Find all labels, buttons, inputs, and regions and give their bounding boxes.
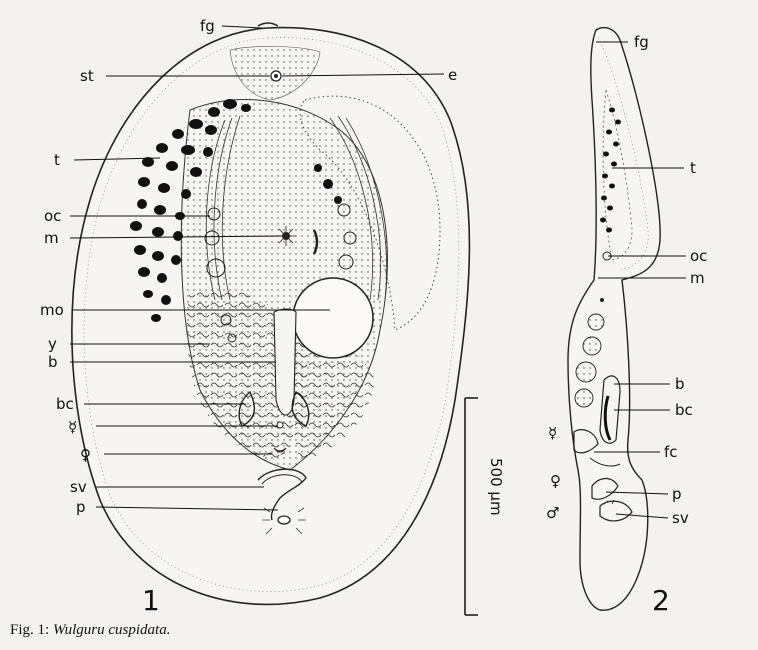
fig2-bursa xyxy=(599,375,621,444)
fig1-bursal-canal-right xyxy=(291,390,310,427)
fig2-label-male: ♂ xyxy=(546,504,559,522)
fig1-labels: fg st e t oc m mo y b bc ☿ ♀ sv p 1 xyxy=(40,17,457,617)
fig2-leader-lines xyxy=(594,41,686,519)
figure-1-specimen xyxy=(71,22,471,606)
fig2-label-bc: bc xyxy=(675,401,693,419)
fig1-label-bc: bc xyxy=(56,395,74,413)
scale-bar-label: 500 µm xyxy=(487,458,505,516)
fig1-label-herm: ☿ xyxy=(68,418,77,436)
fig1-penis xyxy=(277,515,291,525)
fig2-label-m: m xyxy=(690,269,705,287)
fig2-female-canal xyxy=(573,429,599,454)
fig2-label-female: ♀ xyxy=(550,472,561,490)
fig1-right-yolk xyxy=(288,336,375,462)
fig1-label-sv: sv xyxy=(70,478,87,496)
fig1-label-p: p xyxy=(76,498,86,516)
fig2-yolk-cells xyxy=(574,313,605,408)
fig2-label-t: t xyxy=(690,159,696,177)
fig1-pharynx-slit xyxy=(312,229,319,255)
fig2-labels: fg t oc m b bc ☿ fc ♀ p ♂ sv 2 xyxy=(546,33,707,617)
fig1-leader-lines xyxy=(69,25,445,511)
fig1-label-t: t xyxy=(54,151,60,169)
fig1-label-e: e xyxy=(448,66,457,84)
fig1-bursa xyxy=(273,308,297,416)
figure-2-specimen xyxy=(567,26,661,611)
fig2-body-margin xyxy=(597,37,649,271)
fig1-body-margin xyxy=(83,37,460,593)
fig1-number: 1 xyxy=(142,584,160,617)
fig1-oocytes xyxy=(204,203,357,343)
fig1-label-m: m xyxy=(44,229,59,247)
fig2-label-sv: sv xyxy=(672,509,689,527)
figure-caption: Fig. 1: Wulguru cuspidata. xyxy=(10,622,170,639)
fig1-female-pore xyxy=(273,447,287,453)
fig1-fibres-left xyxy=(205,115,241,301)
fig1-label-b: b xyxy=(48,353,58,371)
scale-bar: 500 µm xyxy=(464,397,505,616)
fig2-label-oc: oc xyxy=(690,247,707,265)
fig1-label-st: st xyxy=(80,67,94,85)
fig1-label-fg: fg xyxy=(200,17,215,35)
fig2-testes xyxy=(600,107,621,233)
fig1-label-female: ♀ xyxy=(80,446,91,464)
fig1-fibres-right xyxy=(329,115,388,301)
fig2-gut xyxy=(602,89,633,261)
caption-prefix: Fig. 1: xyxy=(10,622,50,638)
fig1-label-mo: mo xyxy=(40,301,64,319)
fig2-label-fc: fc xyxy=(664,443,678,461)
fig2-bursal-canal xyxy=(603,395,612,441)
fig1-label-y: y xyxy=(48,335,57,353)
fig2-label-fg: fg xyxy=(634,33,649,51)
fig2-body-outline xyxy=(567,26,661,611)
fig1-label-oc: oc xyxy=(44,207,61,225)
caption-species: Wulguru cuspidata. xyxy=(52,622,171,638)
fig2-penis xyxy=(591,477,619,500)
fig2-number: 2 xyxy=(652,584,670,617)
fig1-dotted-lobe xyxy=(299,95,441,331)
fig2-label-b: b xyxy=(675,375,685,393)
fig1-frontal-gland xyxy=(257,22,279,27)
fig1-pharynx-mouth xyxy=(292,277,374,359)
fig2-seminal-vesicle xyxy=(599,500,633,522)
fig2-label-herm: ☿ xyxy=(548,424,557,442)
fig2-mouth xyxy=(600,298,604,302)
fig2-label-p: p xyxy=(672,485,682,503)
fig1-testes xyxy=(130,99,342,322)
